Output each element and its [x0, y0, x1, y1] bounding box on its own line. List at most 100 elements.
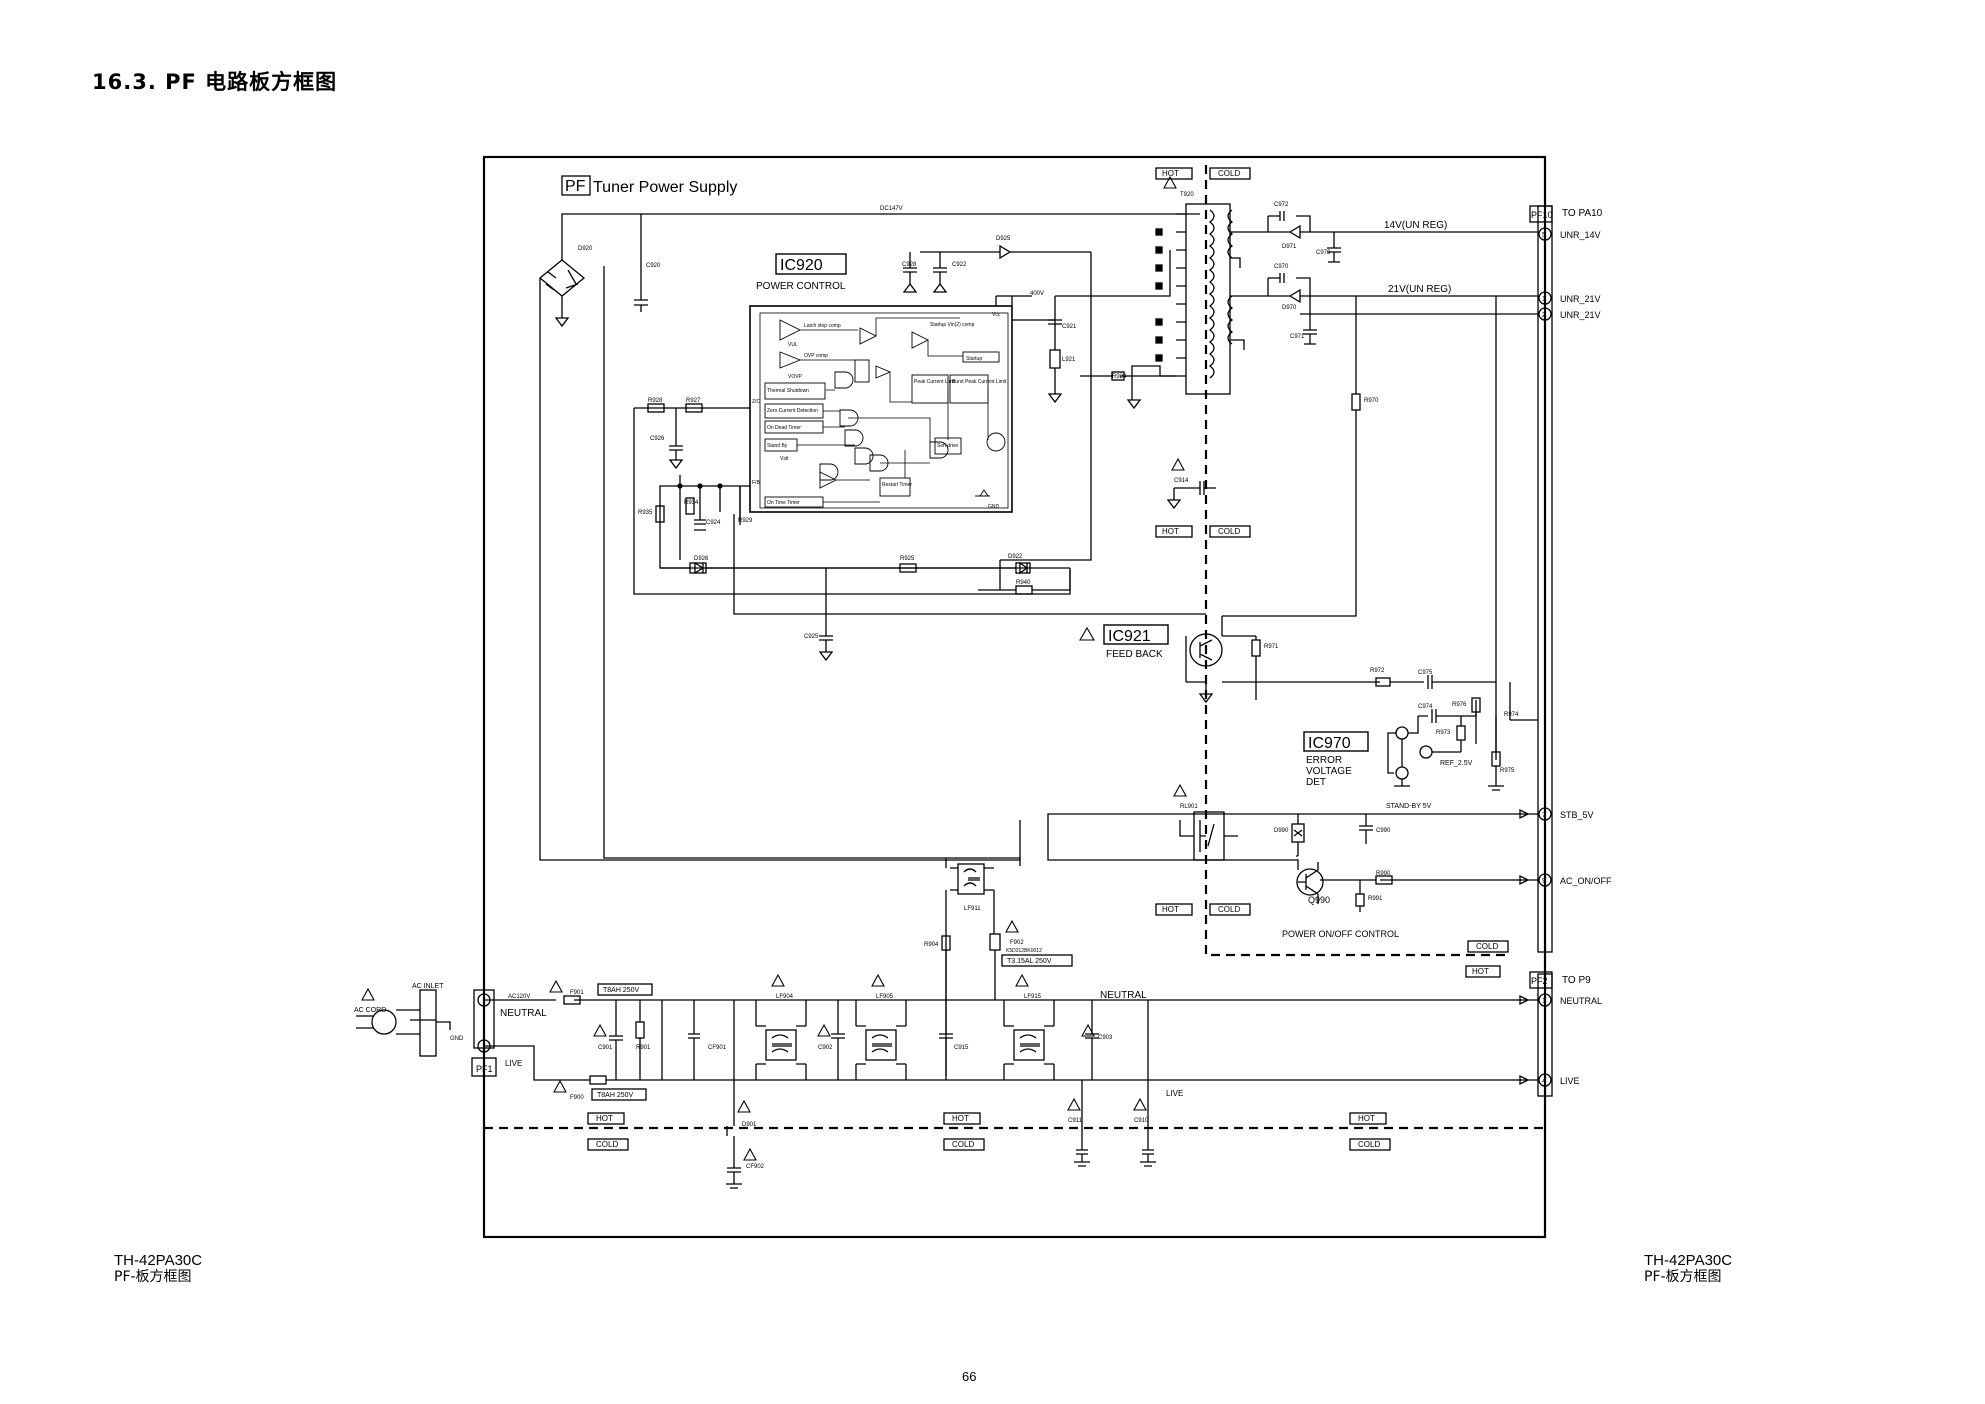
svg-text:GND: GND [988, 504, 1000, 510]
caution-icon [361, 987, 375, 1001]
svg-text:4: 4 [1542, 1078, 1546, 1085]
svg-text:R927: R927 [686, 398, 701, 404]
svg-text:C903: C903 [1098, 1035, 1113, 1041]
svg-text:STAND-BY 5V: STAND-BY 5V [1386, 803, 1432, 810]
svg-text:Startup Vin(2) comp: Startup Vin(2) comp [930, 322, 975, 328]
svg-text:5: 5 [1542, 232, 1546, 239]
board-outline [482, 155, 1547, 1239]
svg-text:C925: C925 [804, 634, 819, 640]
svg-text:TO PA10: TO PA10 [1562, 208, 1603, 219]
caution-icon [553, 1079, 567, 1093]
ic921-label: IC921 [1108, 628, 1151, 645]
svg-text:C970: C970 [1274, 264, 1289, 270]
svg-text:D925: D925 [996, 236, 1011, 242]
svg-text:LIVE: LIVE [1166, 1089, 1183, 1098]
diagram-title: Tuner Power Supply [593, 179, 737, 196]
svg-text:LF911: LF911 [964, 906, 981, 912]
svg-text:R925: R925 [900, 556, 915, 562]
svg-text:AC120V: AC120V [508, 994, 530, 1000]
svg-text:NEUTRAL: NEUTRAL [1100, 990, 1147, 1001]
svg-text:C920: C920 [646, 263, 661, 269]
svg-text:HOT: HOT [952, 1114, 969, 1123]
relay-rl901 [1193, 811, 1225, 861]
svg-text:VOLTAGE: VOLTAGE [1306, 766, 1352, 777]
isolation-boundary-vertical [1204, 165, 1505, 957]
svg-text:F901: F901 [570, 990, 584, 996]
svg-text:R928: R928 [648, 398, 663, 404]
svg-text:R934: R934 [684, 500, 699, 506]
svg-text:On Dead Timer: On Dead Timer [767, 425, 801, 431]
q990-transistor [1296, 868, 1324, 896]
svg-text:ERROR: ERROR [1306, 755, 1342, 766]
caution-icon [737, 1099, 751, 1113]
svg-text:Q990: Q990 [1308, 895, 1330, 905]
svg-text:COLD: COLD [1218, 527, 1240, 536]
bridge-rectifier [538, 259, 586, 297]
svg-text:D971: D971 [1282, 244, 1297, 250]
svg-text:AC INLET: AC INLET [412, 983, 444, 990]
svg-text:REF_2.5V: REF_2.5V [1440, 760, 1473, 767]
svg-text:Soft drive: Soft drive [937, 443, 958, 449]
footer-right-caption: PF-板方框图 [1644, 1269, 1722, 1285]
caution-icon [1015, 973, 1029, 987]
svg-text:C926: C926 [650, 436, 665, 442]
svg-text:D926: D926 [694, 556, 709, 562]
caution-icon [771, 973, 785, 987]
svg-text:LF904: LF904 [776, 994, 794, 1000]
ac-inlet [419, 989, 437, 1057]
svg-text:POWER CONTROL: POWER CONTROL [756, 281, 846, 292]
svg-text:1: 1 [1542, 998, 1546, 1005]
svg-text:R972: R972 [1370, 668, 1385, 674]
svg-text:L921: L921 [1062, 357, 1076, 363]
svg-text:UNR_21V: UNR_21V [1560, 294, 1601, 304]
footer-right: TH-42PA30C PF-板方框图 [1644, 1252, 1732, 1286]
svg-text:Burst Peak Current Limit: Burst Peak Current Limit [952, 379, 1007, 385]
svg-text:HOT: HOT [1162, 169, 1179, 178]
svg-text:HOT: HOT [1472, 967, 1489, 976]
svg-text:K5D312BK0012: K5D312BK0012 [1006, 948, 1042, 954]
svg-text:T3.15AL 250V: T3.15AL 250V [1007, 958, 1052, 965]
caution-icon [817, 1023, 831, 1037]
caution-icon [1163, 175, 1177, 189]
svg-text:R935: R935 [638, 510, 653, 516]
svg-text:21V(UN REG): 21V(UN REG) [1388, 284, 1451, 295]
svg-text:VUL: VUL [788, 342, 798, 348]
svg-text:C975: C975 [1418, 670, 1433, 676]
svg-text:HOT: HOT [1162, 905, 1179, 914]
svg-text:COLD: COLD [596, 1140, 618, 1149]
footer-left: TH-42PA30C PF-板方框图 [114, 1252, 202, 1286]
svg-text:AC CORD: AC CORD [354, 1007, 386, 1014]
svg-text:C910: C910 [1134, 1118, 1149, 1124]
svg-text:T8AH 250V: T8AH 250V [603, 987, 640, 994]
footer-left-model: TH-42PA30C [114, 1252, 203, 1269]
caution-icon [743, 1147, 757, 1161]
filter-lf904 [765, 1029, 797, 1061]
caution-icon [549, 979, 563, 993]
svg-text:FEED BACK: FEED BACK [1106, 649, 1163, 660]
svg-text:LF905: LF905 [876, 994, 894, 1000]
caution-icon [1005, 919, 1019, 933]
svg-text:1: 1 [1542, 296, 1546, 303]
svg-text:C914: C914 [1174, 478, 1189, 484]
svg-text:R940: R940 [1016, 580, 1031, 586]
svg-text:C921: C921 [1062, 324, 1077, 330]
svg-text:R990: R990 [1376, 871, 1391, 877]
svg-text:NEUTRAL: NEUTRAL [1560, 996, 1602, 1006]
svg-text:R929: R929 [738, 518, 753, 524]
ic920-box [749, 305, 1013, 513]
filter-lf915 [1013, 1029, 1045, 1061]
svg-text:POWER ON/OFF CONTROL: POWER ON/OFF CONTROL [1282, 929, 1399, 939]
svg-text:Peak Current Limit: Peak Current Limit [914, 379, 956, 385]
svg-text:R975: R975 [1500, 768, 1515, 774]
svg-text:C972: C972 [1274, 202, 1289, 208]
svg-text:CF902: CF902 [746, 1164, 765, 1170]
svg-text:R904: R904 [924, 942, 939, 948]
svg-text:HOT: HOT [1162, 527, 1179, 536]
transformer-t920 [1185, 203, 1231, 395]
svg-text:VOVP: VOVP [788, 374, 803, 380]
svg-text:CF901: CF901 [708, 1045, 727, 1051]
svg-text:DC147V: DC147V [880, 206, 903, 212]
svg-text:GND: GND [450, 1036, 464, 1042]
svg-text:Stand By: Stand By [767, 443, 788, 449]
svg-text:Z/C: Z/C [752, 399, 760, 405]
